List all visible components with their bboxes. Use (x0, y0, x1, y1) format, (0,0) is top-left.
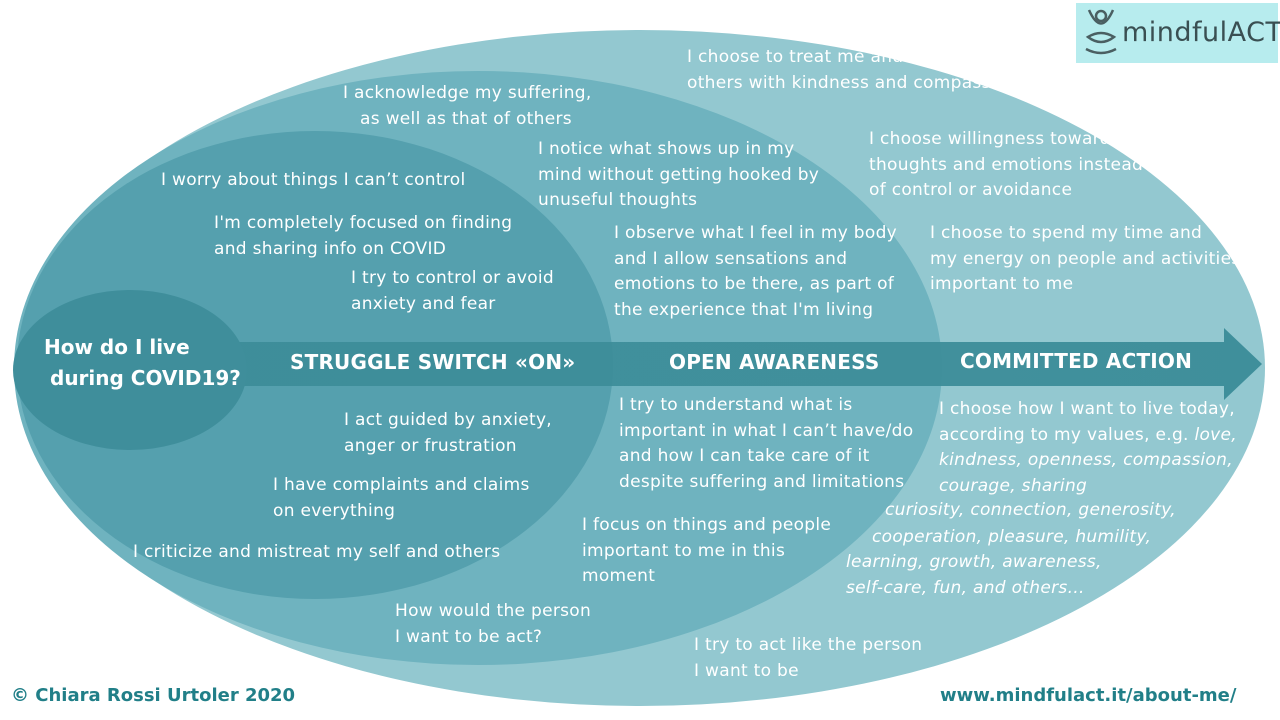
value-list-line: kindness, openness, compassion, (939, 450, 1233, 470)
statement-willingness: I choose willingness towards thoughts an… (869, 127, 1143, 204)
statement-line: moment (582, 566, 656, 586)
statement-line: I want to be (694, 660, 799, 681)
statement-line: I observe what I feel in my body (614, 223, 898, 243)
statement-notice: I notice what shows up in my mind withou… (538, 137, 819, 214)
statement-line: others with kindness and compassion (687, 72, 1018, 93)
stage-committed-action-label: COMMITTED ACTION (960, 349, 1193, 373)
value-list-line: self-care, fun, and others… (846, 576, 1085, 602)
value-list-text: learning, growth, awareness, (846, 552, 1102, 572)
center-ellipse (13, 290, 247, 450)
value-list-text: curiosity, connection, generosity, (885, 500, 1176, 520)
statement-line: I'm completely focused on finding (214, 213, 513, 233)
statement-line: unuseful thoughts (538, 190, 698, 210)
statement-line: I acknowledge my suffering, (343, 83, 592, 103)
statement-line: and how I can take care of it (619, 446, 870, 466)
statement-line: thoughts and emotions instead (869, 154, 1144, 175)
statement-line: and I allow sensations and (614, 248, 848, 269)
statement-line: I focus on things and people (582, 515, 832, 535)
value-list-line: courage, sharing (939, 475, 1088, 496)
statement-understand: I try to understand what is important in… (619, 393, 913, 495)
statement-line: important to me in this (582, 540, 786, 561)
center-question-line: How do I live (44, 335, 190, 359)
statement-line: anxiety and fear (351, 293, 496, 314)
stage-open-awareness-label: OPEN AWARENESS (669, 350, 880, 374)
statement-line: I want to be act? (395, 626, 543, 647)
value-list-text: self-care, fun, and others… (846, 578, 1085, 598)
statement-line: anger or frustration (344, 435, 517, 456)
statement-criticize: I criticize and mistreat my self and oth… (133, 542, 501, 562)
statement-guided-anxiety: I act guided by anxiety, anger or frustr… (344, 408, 552, 459)
statement-line: important in what I can’t have/do (619, 420, 914, 441)
statement-focused-covid: I'm completely focused on finding and sh… (214, 211, 512, 262)
timeline-arrow (150, 328, 1262, 400)
statement-line: I choose to treat me and (687, 47, 904, 67)
logo-wordmark: mindfulACT (1122, 17, 1280, 48)
value-list-text: cooperation, pleasure, humility, (872, 527, 1152, 547)
copyright-text: © Chiara Rossi Urtoler 2020 (11, 685, 296, 706)
statement-line: my energy on people and activities (930, 248, 1241, 269)
values-intro-text: according to my values, e.g. (939, 424, 1195, 445)
statement-focus-people: I focus on things and people important t… (582, 513, 831, 590)
statement-complaints: I have complaints and claims on everythi… (273, 473, 530, 524)
statement-line: I have complaints and claims (273, 475, 530, 495)
statement-line: of control or avoidance (869, 180, 1073, 200)
statement-line: How would the person (395, 601, 592, 621)
statement-line: emotions to be there, as part of (614, 274, 895, 294)
stage-struggle-label: STRUGGLE SWITCH «ON» (290, 350, 576, 374)
statement-line: I choose to spend my time and (930, 223, 1203, 243)
statement-line: and sharing info on COVID (214, 238, 447, 259)
statement-spend-time: I choose to spend my time and my energy … (930, 221, 1241, 298)
statement-line: I act guided by anxiety, (344, 410, 553, 430)
center-question-line: during COVID19? (50, 366, 241, 390)
statement-act-like-person: I try to act like the person I want to b… (694, 633, 922, 684)
statement-line: mind without getting hooked by (538, 164, 820, 185)
statement-worry: I worry about things I can’t control (161, 170, 466, 190)
value-word: love, (1194, 424, 1238, 445)
statement-line: I try to understand what is (619, 395, 853, 415)
statement-line: despite suffering and limitations (619, 471, 905, 492)
statement-line: I choose how I want to live today, (939, 399, 1235, 419)
statement-treat-kindness: I choose to treat me and others with kin… (687, 45, 1018, 96)
meditation-figure-icon (1085, 9, 1117, 55)
value-list-line: curiosity, connection, generosity, (885, 498, 1176, 524)
statement-observe: I observe what I feel in my body and I a… (614, 221, 897, 323)
value-list-line: learning, growth, awareness, (846, 550, 1102, 576)
statement-line: I try to act like the person (694, 635, 923, 655)
statement-line: important to me (930, 274, 1074, 294)
statement-line: I try to control or avoid (351, 268, 555, 288)
statement-control-anxiety: I try to control or avoid anxiety and fe… (351, 266, 554, 317)
statement-line: I notice what shows up in my (538, 139, 795, 159)
statement-line: as well as that of others (360, 108, 572, 129)
statement-line: I choose willingness towards (869, 129, 1120, 149)
mindfulact-logo: mindfulACT (1076, 3, 1280, 63)
statement-line: the experience that I'm living (614, 299, 874, 320)
statement-line: according to my values, e.g. love, (939, 423, 1237, 449)
statement-line: on everything (273, 500, 396, 521)
statement-acknowledge: I acknowledge my suffering, as well as t… (343, 81, 592, 132)
statement-how-would-act: How would the person I want to be act? (395, 599, 591, 650)
statement-values: I choose how I want to live today, accor… (939, 397, 1237, 499)
center-question: How do I live during COVID19? (44, 332, 241, 394)
website-link[interactable]: www.mindfulact.it/about-me/ (940, 685, 1237, 706)
value-list-line: cooperation, pleasure, humility, (872, 525, 1151, 551)
